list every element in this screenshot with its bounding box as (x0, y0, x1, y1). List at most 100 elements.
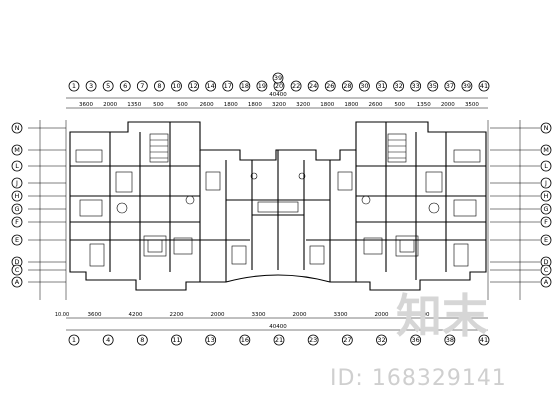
axis-bubble-top: 39 (461, 80, 473, 92)
svg-text:E: E (544, 236, 548, 244)
dimension-label: 1800 (320, 102, 334, 108)
axis-bubble-bottom: 38 (444, 334, 456, 346)
axis-bubble-bottom: 8 (136, 334, 148, 346)
dimension-label: 2000 (441, 102, 455, 108)
svg-text:27: 27 (343, 336, 351, 344)
axis-bubble-top: 31 (376, 80, 387, 92)
svg-text:30: 30 (360, 82, 368, 90)
svg-text:E: E (15, 236, 19, 244)
svg-text:20: 20 (275, 82, 283, 90)
axis-bubble-top: 37 (444, 80, 456, 92)
svg-text:C: C (15, 266, 20, 274)
svg-text:N: N (544, 124, 549, 132)
axis-bubble-right: M (540, 144, 552, 156)
top-center-axis-bubble: 39 (272, 72, 284, 84)
svg-text:M: M (14, 146, 20, 154)
dimension-label: 2000 (375, 312, 389, 318)
svg-text:D: D (14, 258, 19, 266)
svg-text:36: 36 (412, 336, 420, 344)
svg-text:8: 8 (140, 336, 144, 344)
axis-bubble-right: J (540, 177, 552, 189)
dimension-label: 3600 (79, 102, 93, 108)
axis-bubble-left: A (11, 276, 23, 288)
dimension-label: 2600 (200, 102, 214, 108)
watermark-logo: 知末 (396, 289, 488, 342)
svg-text:1: 1 (72, 336, 76, 344)
svg-text:16: 16 (241, 336, 249, 344)
axis-bubble-left: F (11, 216, 23, 228)
watermark-id: ID: 168329141 (330, 366, 507, 391)
svg-text:24: 24 (309, 82, 317, 90)
axis-bubble-right: A (540, 276, 552, 288)
dimension-label: 1800 (224, 102, 238, 108)
svg-text:F: F (544, 218, 548, 226)
axis-bubble-top: 28 (341, 80, 353, 92)
svg-text:A: A (15, 278, 20, 286)
svg-text:31: 31 (377, 82, 385, 90)
axis-bubble-top: 32 (393, 80, 404, 92)
axis-bubble-left: L (11, 160, 23, 172)
axis-bubble-top: 3 (85, 80, 97, 92)
svg-text:28: 28 (343, 82, 351, 90)
axis-bubble-top: 1 (68, 80, 80, 92)
axis-bubble-left: G (11, 203, 23, 215)
axis-bubble-top: 5 (102, 80, 114, 92)
axis-bubble-top: 41 (478, 80, 490, 92)
axis-bubble-bottom: 13 (205, 334, 217, 346)
axis-bubble-top: 18 (239, 80, 251, 92)
svg-text:H: H (544, 192, 549, 200)
svg-text:37: 37 (446, 82, 454, 90)
grid-lines (28, 97, 540, 331)
axis-bubble-bottom: 23 (307, 334, 319, 346)
svg-text:11: 11 (172, 336, 180, 344)
axis-bubble-top: 12 (188, 80, 199, 92)
dimension-label: 2000 (293, 312, 307, 318)
axis-bubble-top: 35 (427, 80, 439, 92)
axis-bubble-left: C (11, 264, 23, 276)
axis-bubble-top: 19 (256, 80, 268, 92)
axis-bubble-right: L (540, 160, 552, 172)
dimension-label: 2600 (368, 102, 382, 108)
axis-bubble-right: E (540, 234, 552, 246)
svg-text:4: 4 (106, 336, 110, 344)
axis-bubble-top: 14 (205, 80, 217, 92)
svg-text:L: L (544, 162, 548, 170)
axis-bubble-left: H (11, 190, 23, 202)
axis-bubble-top: 30 (359, 80, 370, 92)
dimension-label: 1800 (248, 102, 262, 108)
svg-text:F: F (15, 218, 19, 226)
svg-text:1: 1 (72, 82, 76, 90)
dimension-label: 3600 (88, 312, 102, 318)
svg-text:39: 39 (463, 82, 471, 90)
building-walls (69, 121, 487, 291)
axis-bubble-left: E (11, 234, 23, 246)
axis-bubble-right: H (540, 190, 552, 202)
svg-text:14: 14 (207, 82, 215, 90)
axis-bubble-left: J (11, 177, 23, 189)
svg-text:23: 23 (309, 336, 317, 344)
svg-text:5: 5 (106, 82, 110, 90)
dimension-label: 3300 (252, 312, 266, 318)
axis-bubble-top: 7 (136, 80, 148, 92)
svg-text:41: 41 (480, 336, 488, 344)
dimension-label: 500 (153, 102, 164, 108)
dimension-label: 3500 (465, 102, 479, 108)
dimension-label: 1350 (417, 102, 431, 108)
svg-text:32: 32 (394, 82, 402, 90)
svg-text:J: J (544, 179, 547, 187)
svg-text:H: H (15, 192, 20, 200)
axis-bubble-top: 10 (171, 80, 182, 92)
dimension-label: 500 (177, 102, 188, 108)
top-total-dimension: 40400 (269, 92, 287, 98)
axis-bubble-bottom: 16 (239, 334, 251, 346)
svg-text:A: A (544, 278, 549, 286)
axis-bubble-top: 8 (154, 80, 165, 92)
axis-bubble-bottom: 21 (273, 334, 285, 346)
svg-text:M: M (543, 146, 549, 154)
axis-bubble-top: 6 (119, 80, 131, 92)
axis-bubble-right: F (540, 216, 552, 228)
